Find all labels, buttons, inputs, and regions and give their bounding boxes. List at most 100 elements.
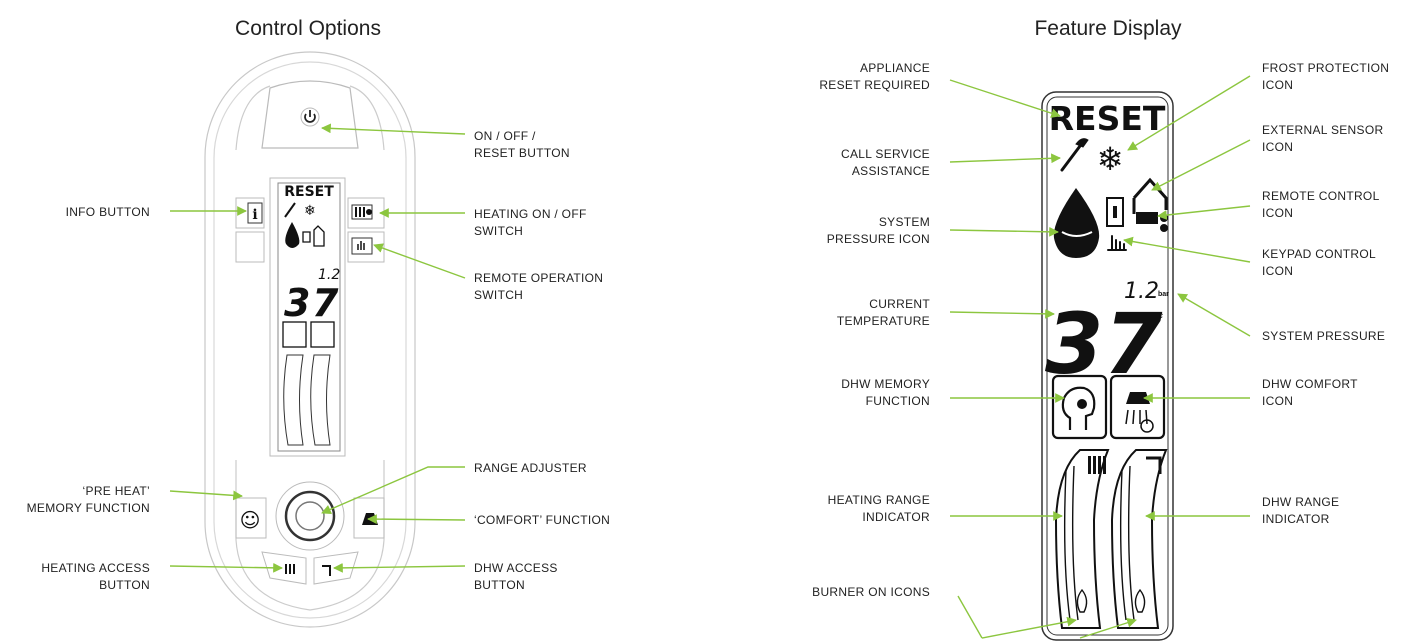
pressure-drop-icon [1053,188,1100,258]
power-icon [304,110,316,123]
control-panel-body [204,51,416,628]
heating-radiator-icon [1088,456,1106,474]
dhw-burner-icon [1134,588,1146,613]
leader-external-sensor [1151,139,1251,191]
mini-drop-icon [285,222,300,248]
range-adjuster-dial[interactable] [275,481,345,551]
wrench-icon [1060,138,1089,172]
on-off-reset-button[interactable] [300,107,320,127]
mini-memory-icon [282,321,307,348]
heating-range-indicator [1054,449,1110,629]
label-pre-heat: ‘PRE HEAT’MEMORY FUNCTION [27,484,150,515]
remote-box-icon [1106,197,1124,227]
leader-remote-operation [373,243,466,279]
mini-pressure-value: 1.2 [318,267,340,283]
label-comfort: ‘COMFORT’ FUNCTION [474,513,610,527]
leader-call-service [949,153,1061,164]
leader-on-off [321,123,466,135]
info-button[interactable]: i [235,197,265,229]
snowflake-icon: ❄ [1097,140,1124,178]
mini-comfort-icon [310,321,335,348]
tap-icon [322,565,331,576]
pressure-unit: bar [1158,291,1169,298]
mini-temp-digit-2: 7 [312,281,339,325]
leader-system-pressure-icon [949,226,1059,237]
label-info: INFO BUTTON [66,205,150,219]
dhw-memory-icon [1051,374,1108,440]
mini-reset-text: RESET [284,184,334,200]
hand-icon [357,241,365,250]
leader-remote-control [1157,205,1251,220]
heating-access-button[interactable] [261,551,307,585]
heating-on-off-switch[interactable] [347,197,385,229]
leader-keypad-control [1123,236,1251,263]
leader-frost-protection [1127,75,1251,151]
right-leader-lines [949,75,1251,639]
mini-snowflake-icon: ❄ [304,203,316,219]
panel-lcd: RESET ❄ 1.2 3 7 [269,177,346,457]
blank-button[interactable] [235,231,265,263]
display-outer-frame [1041,91,1174,641]
pressure-value: 1.2 [1124,279,1159,304]
mini-house-icon [302,225,325,247]
label-burner-on: BURNER ON ICONS [812,585,930,599]
control-panel [204,51,416,628]
dhw-tap-icon [1146,456,1162,474]
reset-text: RESET [1049,99,1166,138]
house-icon [1132,177,1168,232]
head-icon: ☺ [240,508,261,532]
keypad-hand-icon [1107,235,1127,251]
leader-heating-access [169,562,283,573]
heating-burner-icon [1076,588,1088,613]
leader-burner-on-base [957,595,983,639]
pre-heat-memory-button[interactable]: ☺ [235,497,267,539]
label-range-adjuster: RANGE ADJUSTER [474,461,587,475]
label-on-off: ON / OFF /RESET BUTTON [474,129,570,160]
control-options-heading: Control Options [235,17,381,40]
leader-burner-on-heating [981,616,1077,639]
leader-range-adjuster [321,466,465,514]
leader-pre-heat [169,490,243,501]
dhw-access-button[interactable] [313,551,359,585]
display-inner-frame [1046,96,1169,636]
left-labels: ON / OFF /RESET BUTTON INFO BUTTON HEATI… [27,129,610,592]
dhw-range-indicator [1110,449,1168,629]
remote-operation-switch[interactable] [347,231,385,263]
leader-appliance-reset [949,79,1061,118]
info-icon: i [252,207,257,223]
radiator-icon [355,207,372,217]
mini-temp-digit-1: 3 [284,281,310,325]
left-leader-lines [169,123,466,573]
label-system-pressure: SYSTEM PRESSURE [1262,329,1385,343]
temp-unit: c [1159,311,1163,320]
leader-burner-on-dhw [1079,618,1137,639]
leader-system-pressure [1177,293,1251,337]
mini-dhw-range [310,354,331,446]
radiator-small-icon [285,564,295,574]
leader-dhw-access [333,562,466,573]
mini-wrench-icon [284,202,296,218]
feature-display: RESET ❄ 1.2 bar [1041,91,1174,641]
feature-display-heading: Feature Display [1034,17,1182,40]
mini-heating-range [283,354,304,446]
leader-comfort [367,514,466,524]
comfort-function-button[interactable] [353,497,385,539]
